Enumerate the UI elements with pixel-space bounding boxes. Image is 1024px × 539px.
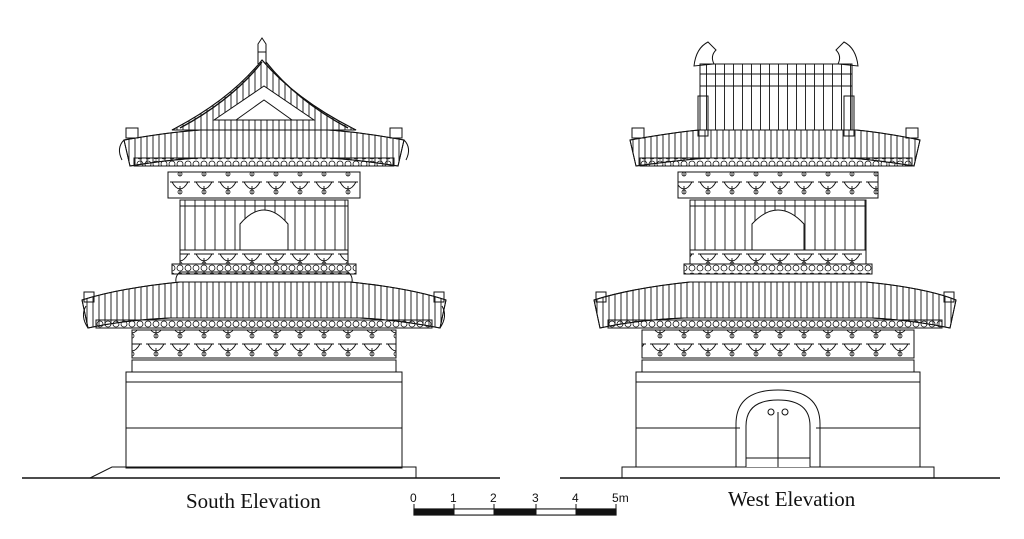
south-elevation bbox=[22, 37, 500, 479]
west-podium bbox=[635, 359, 921, 468]
south-plinth bbox=[89, 466, 417, 479]
scale-tick-4: 4 bbox=[572, 491, 579, 505]
south-podium bbox=[125, 359, 403, 469]
west-upper-roof bbox=[629, 41, 921, 167]
west-elevation bbox=[560, 41, 1000, 479]
scale-tick-1: 1 bbox=[450, 491, 457, 505]
west-gate bbox=[735, 389, 821, 467]
south-upper-wall bbox=[179, 199, 349, 265]
west-plinth bbox=[621, 466, 935, 479]
scale-tick-2: 2 bbox=[490, 491, 497, 505]
west-upper-wall bbox=[689, 199, 867, 265]
scale-unit: m bbox=[619, 491, 629, 505]
south-upper-roof bbox=[118, 37, 410, 167]
scale-tick-3: 3 bbox=[532, 491, 539, 505]
south-lower-roof bbox=[81, 263, 447, 329]
west-lower-roof bbox=[593, 263, 957, 329]
scale-tick-5-value: 5 bbox=[612, 491, 619, 505]
scale-bar: 0 1 2 3 4 5m bbox=[410, 491, 629, 516]
south-elevation-caption: South Elevation bbox=[186, 489, 321, 513]
scale-tick-5: 5m bbox=[612, 491, 629, 505]
west-elevation-caption: West Elevation bbox=[728, 487, 856, 511]
south-lower-brackets bbox=[131, 329, 397, 359]
scale-tick-0: 0 bbox=[410, 491, 417, 505]
